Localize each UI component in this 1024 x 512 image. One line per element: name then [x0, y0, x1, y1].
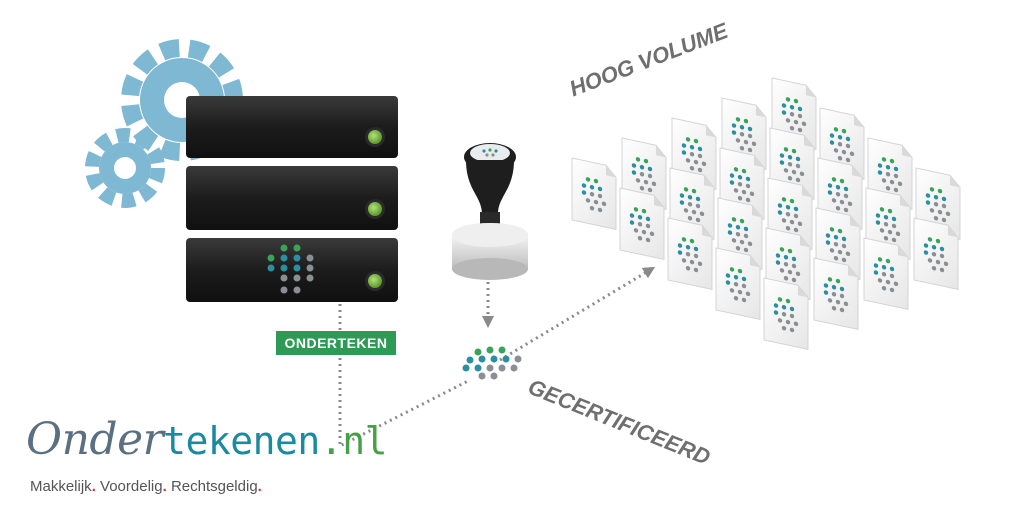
- logo-part-nl: .nl: [320, 419, 387, 463]
- server-icon: [186, 96, 398, 302]
- tagline-item-2: Voordelig: [100, 478, 163, 495]
- logo-part-tekenen: tekenen: [163, 419, 320, 463]
- tagline-separator: .: [258, 478, 262, 495]
- tagline-separator: .: [163, 478, 167, 495]
- tagline-item-3: Rechtsgeldig: [171, 478, 258, 495]
- tagline: Makkelijk. Voordelig. Rechtsgeldig.: [30, 478, 262, 495]
- document-icon: [914, 218, 958, 289]
- stamp-icon: [452, 143, 528, 280]
- output-connector: [500, 270, 650, 360]
- brand-logo: Ondertekenen.nl: [26, 415, 387, 463]
- document-icon: [620, 188, 664, 259]
- document-grid: [572, 78, 960, 349]
- document-icon: [716, 248, 760, 319]
- document-icon: [572, 158, 616, 229]
- document-icon: [864, 238, 908, 309]
- sign-badge: ONDERTEKEN: [276, 331, 396, 355]
- logo-part-onder: Onder: [26, 414, 163, 465]
- document-icon: [668, 218, 712, 289]
- tagline-item-1: Makkelijk: [30, 478, 92, 495]
- tagline-separator: .: [92, 478, 96, 495]
- seal-dots-icon-center: [463, 347, 522, 380]
- document-icon: [814, 258, 858, 329]
- document-icon: [764, 278, 808, 349]
